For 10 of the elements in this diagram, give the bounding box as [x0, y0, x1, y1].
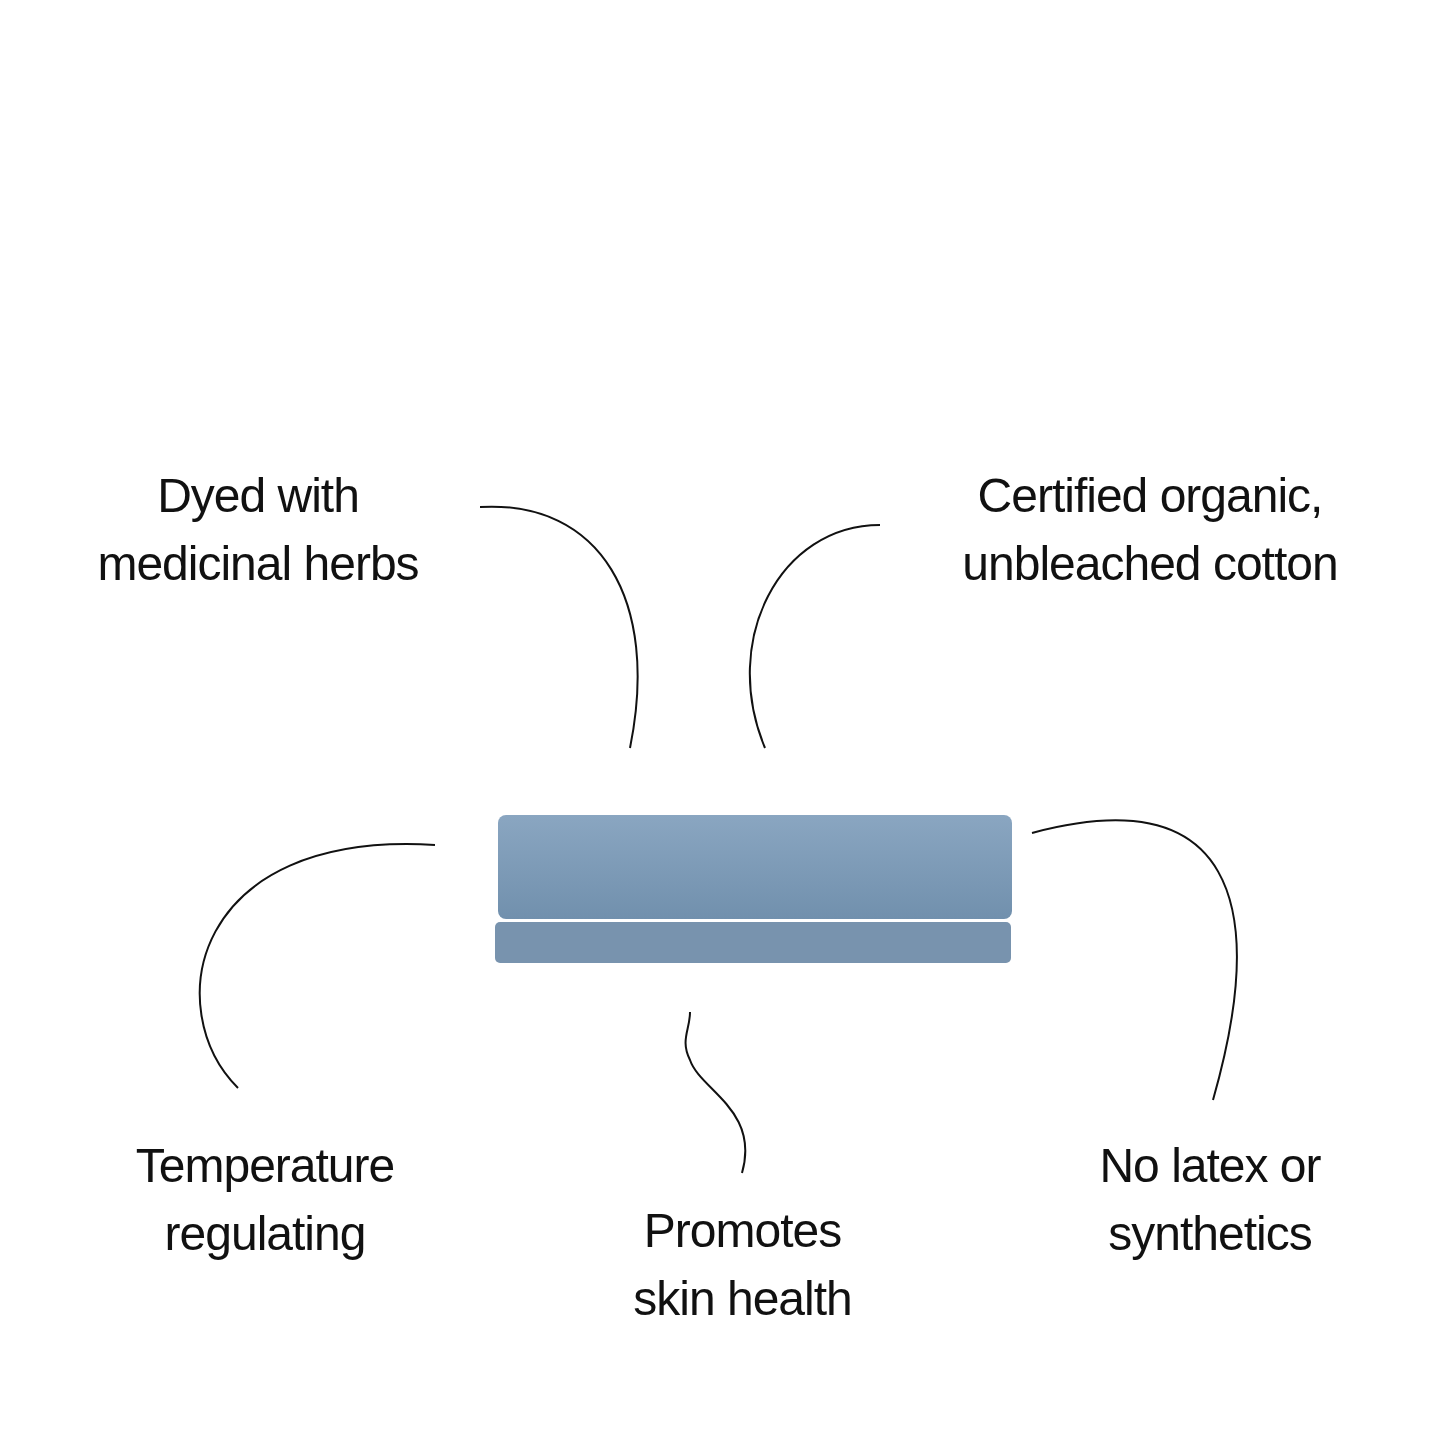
leader-line [684, 1011, 747, 1174]
feature-label: Dyed with medicinal herbs [96, 468, 420, 592]
feature-label: Temperature regulating [134, 1138, 396, 1262]
feature-label: No latex or synthetics [1098, 1138, 1322, 1262]
leader-line [479, 506, 639, 749]
leader-line [198, 844, 436, 1089]
feature-label: Certified organic, unbleached cotton [961, 468, 1339, 592]
leader-line [1031, 819, 1238, 1101]
feature-label: Promotes skin health [632, 1203, 853, 1327]
leader-line [748, 524, 881, 749]
